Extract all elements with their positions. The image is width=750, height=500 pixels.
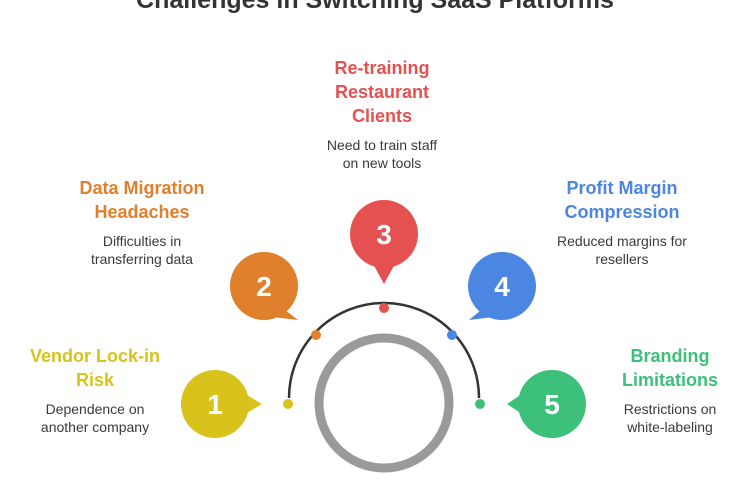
step-2-description: Difficulties in transferring data xyxy=(91,233,193,267)
step-1-number: 1 xyxy=(207,389,223,420)
step-5-description: Restrictions on white-labeling xyxy=(623,401,717,435)
step-2-heading: Data Migration Headaches xyxy=(79,178,205,222)
step-1-description: Dependence on another company xyxy=(40,401,150,435)
step-5-label: Branding Limitations Restrictions on whi… xyxy=(595,344,745,436)
step-4-heading: Profit Margin Compression xyxy=(564,178,680,222)
step-2-group: 2 xyxy=(230,252,321,340)
step-3-badge xyxy=(350,200,418,284)
step-4-number: 4 xyxy=(494,271,510,302)
connector-dot-2 xyxy=(311,330,321,340)
step-2-badge xyxy=(230,252,298,320)
connector-dot-5 xyxy=(475,399,485,409)
step-1-label: Vendor Lock-in Risk Dependence on anothe… xyxy=(15,344,175,436)
connector-dot-3 xyxy=(379,303,389,313)
step-3-number: 3 xyxy=(376,219,392,250)
step-3-heading: Re-training Restaurant Clients xyxy=(334,58,430,126)
step-3-group: 3 xyxy=(350,200,418,313)
step-4-description: Reduced margins for resellers xyxy=(557,233,687,267)
step-5-heading: Branding Limitations xyxy=(621,346,718,390)
step-1-heading: Vendor Lock-in Risk xyxy=(29,346,161,390)
step-2-label: Data Migration Headaches Difficulties in… xyxy=(62,176,222,268)
step-2-number: 2 xyxy=(256,271,272,302)
diagram-title: Challenges in Switching SaaS Platforms xyxy=(136,0,614,14)
step-5-group: 5 xyxy=(475,370,586,438)
step-5-badge xyxy=(507,370,586,438)
connector-dot-1 xyxy=(283,399,293,409)
step-4-badge xyxy=(468,252,536,320)
step-5-number: 5 xyxy=(544,389,560,420)
step-1-group: 1 xyxy=(181,370,293,438)
connector-dot-4 xyxy=(447,330,457,340)
center-ring xyxy=(314,333,454,473)
step-3-description: Need to train staff on new tools xyxy=(326,137,438,171)
step-3-label: Re-training Restaurant Clients Need to t… xyxy=(292,56,472,172)
step-4-label: Profit Margin Compression Reduced margin… xyxy=(537,176,707,268)
step-1-badge xyxy=(181,370,262,438)
step-4-group: 4 xyxy=(447,252,536,340)
